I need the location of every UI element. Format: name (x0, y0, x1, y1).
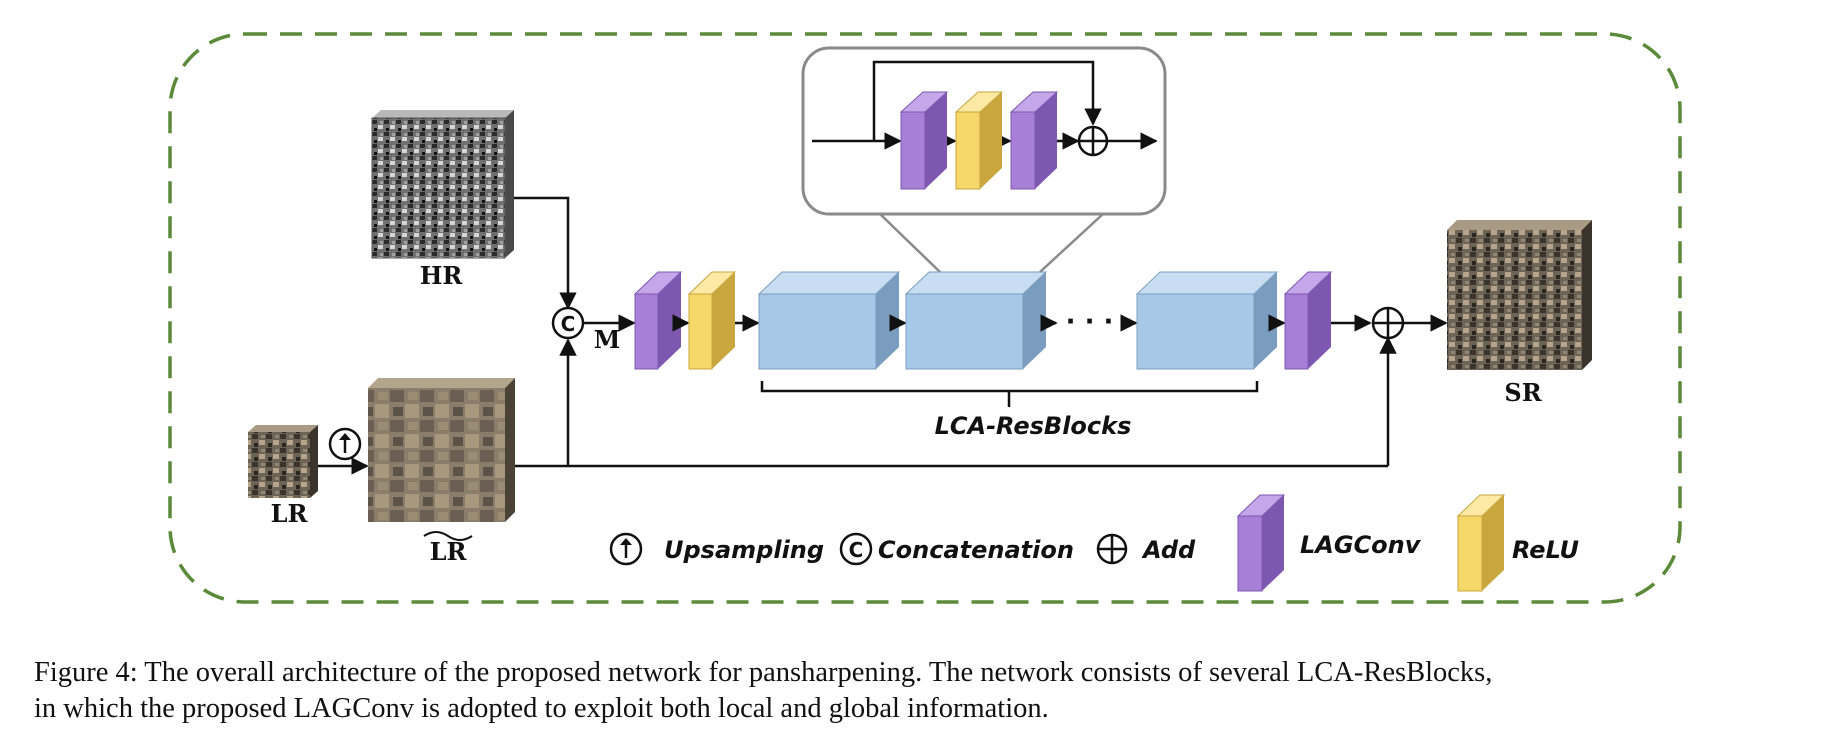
callout-lagconv-1 (899, 91, 949, 190)
legend-relu: ReLU (1512, 536, 1579, 564)
callout-relu (954, 91, 1004, 190)
legend-upsample-icon (609, 532, 643, 566)
m-label: M (594, 325, 621, 354)
callout-lagconv-2 (1009, 91, 1059, 190)
lr-image (248, 425, 318, 498)
hr-image (371, 110, 514, 259)
legend-add-icon (1096, 533, 1128, 565)
zoom-callout (801, 46, 1167, 273)
legend-concat-icon: C (839, 532, 873, 566)
tilde-mark (423, 531, 473, 541)
lr-label: LR (271, 499, 309, 528)
sr-image (1447, 220, 1592, 370)
caption-line-1: Figure 4: The overall architecture of th… (34, 657, 1493, 688)
final-lagconv-block (1283, 271, 1333, 370)
resblock-n (1135, 271, 1279, 370)
legend: Upsampling C Concatenation Add LAGConv R… (609, 494, 1579, 592)
resblocks-label: LCA-ResBlocks (935, 412, 1132, 440)
legend-relu-icon (1456, 494, 1506, 592)
concat-op: C (551, 306, 585, 340)
resblocks-bracket (760, 381, 1259, 407)
resblock-2 (904, 271, 1048, 370)
ellipsis: · · · · (1066, 307, 1133, 337)
legend-lagconv: LAGConv (1300, 531, 1422, 559)
legend-concat-symbol: C (849, 538, 864, 562)
hr-label: HR (420, 261, 464, 290)
concat-symbol: C (561, 312, 576, 336)
legend-upsampling: Upsampling (664, 536, 824, 564)
upsample-op (328, 427, 362, 461)
figure-caption: Figure 4: The overall architecture of th… (34, 655, 1824, 727)
callout-add-op (1077, 125, 1109, 157)
lr-upsampled-label: LR (430, 537, 468, 566)
legend-add: Add (1141, 536, 1196, 564)
resblock-1 (757, 271, 901, 370)
caption-line-2: in which the proposed LAGConv is adopted… (34, 693, 1049, 724)
main-lagconv-block (633, 271, 683, 370)
main-relu-block (687, 271, 737, 370)
outer-frame (168, 32, 1682, 604)
lr-upsampled-image (368, 378, 515, 522)
legend-concatenation: Concatenation (878, 536, 1074, 564)
sr-label: SR (1504, 378, 1542, 407)
architecture-diagram: HR LR LR C M (168, 32, 1682, 604)
legend-lagconv-icon (1236, 494, 1286, 592)
add-op (1371, 306, 1405, 340)
